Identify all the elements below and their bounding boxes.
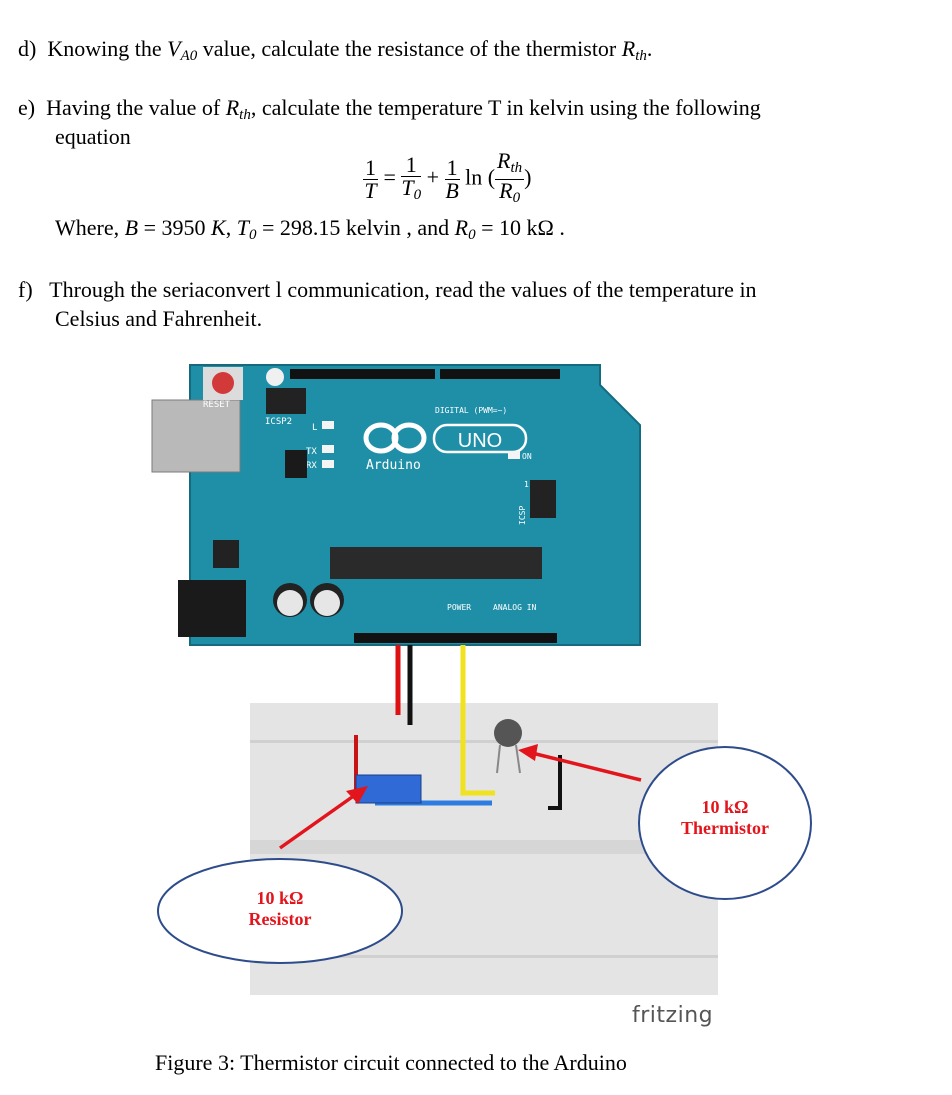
arduino-label: Arduino — [366, 458, 421, 473]
question-e-line2: equation — [55, 124, 131, 149]
svg-text:POWER: POWER — [447, 603, 471, 612]
svg-text:ANALOG IN: ANALOG IN — [493, 603, 537, 612]
figure-caption: Figure 3: Thermistor circuit connected t… — [155, 1050, 627, 1075]
question-e: e) Having the value of Rth, calculate th… — [18, 95, 761, 123]
thermistor-callout — [638, 746, 812, 900]
icsp2-label: ICSP2 — [265, 417, 292, 427]
where-line: Where, B = 3950 K, T0 = 298.15 kelvin , … — [55, 215, 565, 243]
arduino-board: RESET ICSP2 DIGITAL (PWM=~) L TX RX UNO … — [151, 364, 641, 646]
resistor-icon — [355, 774, 422, 804]
circuit-figure: RESET ICSP2 DIGITAL (PWM=~) L TX RX UNO … — [151, 364, 812, 995]
resistor-callout-text: 10 kΩ Resistor — [248, 888, 312, 929]
reset-label: RESET — [203, 400, 231, 410]
svg-text:ICSP: ICSP — [518, 506, 527, 525]
question-d: d) Knowing the VA0 value, calculate the … — [18, 36, 653, 64]
thermistor-callout-text: 10 kΩ Thermistor — [681, 797, 769, 838]
question-f-line2: Celsius and Fahrenheit. — [55, 306, 263, 331]
question-f: f) Through the seriaconvert l communicat… — [18, 277, 757, 302]
callout-arrows — [278, 744, 642, 850]
uno-label: UNO — [458, 430, 502, 452]
digital-label: DIGITAL (PWM=~) — [435, 406, 507, 415]
svg-text:1: 1 — [524, 480, 529, 489]
svg-text:RX: RX — [306, 461, 317, 471]
infinity-logo-icon — [363, 422, 427, 454]
svg-text:L: L — [312, 423, 317, 433]
svg-text:TX: TX — [306, 447, 317, 457]
svg-text:ON: ON — [522, 452, 532, 461]
thermistor-icon — [494, 719, 522, 774]
fritzing-logo: fritzing — [632, 1003, 714, 1028]
resistor-callout — [157, 858, 403, 964]
